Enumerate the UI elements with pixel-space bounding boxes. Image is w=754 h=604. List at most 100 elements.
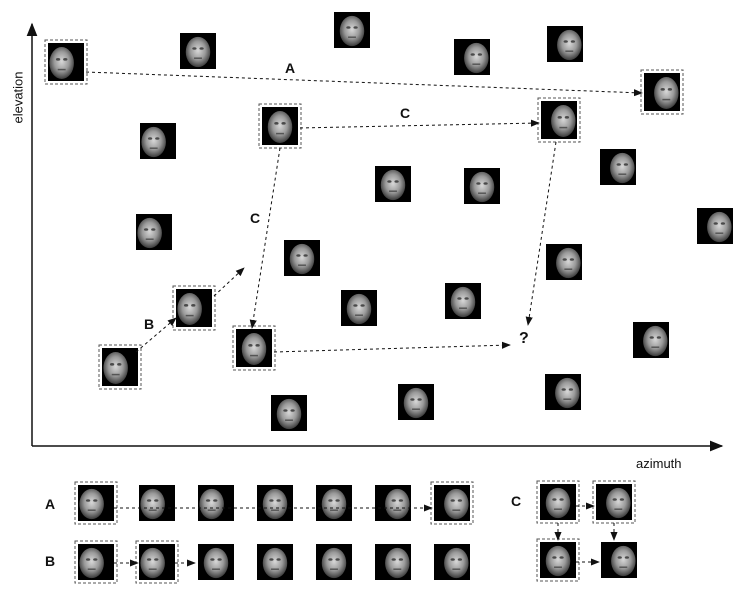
row-b-label: B (45, 553, 56, 569)
face-eye (616, 163, 621, 166)
face-eye (143, 228, 149, 231)
face-mouth (452, 568, 461, 570)
row-b-face-4 (257, 544, 293, 580)
face-eye (667, 88, 673, 91)
face-shape (444, 547, 469, 579)
face-shape (707, 211, 732, 243)
face-shape (385, 547, 410, 579)
face-eye (290, 409, 295, 412)
face-shape (403, 387, 429, 419)
face-eye (624, 556, 630, 559)
face-mouth (207, 509, 216, 511)
face-mouth (459, 307, 467, 309)
face-mouth (330, 568, 338, 570)
face-shape (49, 47, 74, 79)
row-b-face-2 (135, 540, 179, 584)
face-eye (612, 498, 617, 501)
face-mouth (618, 173, 627, 175)
face-mouth (276, 132, 284, 135)
face-eye (713, 222, 718, 225)
face-mouth (452, 509, 461, 511)
face-shape (241, 333, 267, 365)
dashed-frame (98, 344, 142, 390)
scatter-face-12 (464, 168, 500, 204)
face-shape (177, 293, 202, 325)
face-mouth (148, 509, 157, 511)
row-a-label: A (45, 496, 56, 512)
scatter-face-19 (445, 283, 481, 319)
arrow-path-b-seg1 (135, 317, 177, 353)
scatter-face-22 (633, 322, 669, 358)
face-eye (328, 558, 333, 561)
row-a-face-5 (316, 485, 352, 521)
face-eye (557, 116, 562, 119)
face-shape (385, 488, 410, 520)
scatter-face-16 (546, 244, 582, 280)
path-b-label: B (144, 316, 155, 332)
face-mouth (145, 238, 154, 240)
face-eye (85, 499, 91, 502)
face-eye (353, 26, 358, 29)
scatter-face-10 (600, 149, 636, 185)
face-eye (410, 398, 415, 401)
face-eye (568, 388, 574, 391)
face-eye (191, 304, 196, 307)
face-eye (183, 304, 189, 307)
path-a-label: A (285, 60, 296, 76)
face-eye (93, 499, 98, 502)
face-mouth (148, 568, 157, 570)
face-shape (545, 487, 571, 519)
scatter-face-15 (284, 240, 320, 276)
grid-c-face-br (601, 542, 637, 578)
arrow-path-c-left (249, 147, 281, 329)
face-mouth (715, 232, 724, 234)
face-eye (154, 558, 159, 561)
face-eye (213, 499, 218, 502)
face-shape (141, 126, 166, 158)
face-eye (552, 498, 557, 501)
path-c-left-label: C (250, 210, 261, 226)
face-eye (391, 499, 396, 502)
dashed-frame (172, 285, 216, 331)
scatter-face-1 (44, 39, 88, 85)
face-eye (353, 304, 358, 307)
face-eye (656, 336, 662, 339)
arrow-path-c-top (299, 119, 540, 129)
face-eye (269, 499, 274, 502)
face-eye (450, 558, 455, 561)
face-shape (551, 105, 576, 137)
face-shape (137, 217, 162, 249)
face-mouth (285, 419, 293, 421)
face-eye (146, 558, 152, 561)
face-eye (269, 558, 274, 561)
face-shape (606, 487, 631, 519)
face-eye (398, 558, 404, 561)
face-eye (346, 26, 351, 29)
face-shape (276, 398, 302, 430)
face-eye (283, 409, 288, 412)
x-axis-label: azimuth (636, 456, 682, 471)
face-eye (296, 254, 301, 257)
face-shape (464, 42, 489, 74)
row-b-face-6 (375, 544, 411, 580)
face-eye (562, 258, 567, 261)
scatter-face-11 (375, 166, 411, 202)
face-eye (720, 222, 726, 225)
face-eye (619, 498, 625, 501)
path-c-top-label: C (400, 105, 411, 121)
row-b-face-7 (434, 544, 470, 580)
scatter-face-8 (258, 103, 302, 149)
scatter-face-24 (398, 384, 434, 420)
face-eye (457, 499, 463, 502)
face-eye (457, 297, 462, 300)
arrow-path-a (85, 71, 643, 97)
row-b-face-3 (198, 544, 234, 580)
face-shape (262, 488, 288, 520)
face-eye (470, 53, 475, 56)
face-mouth (564, 268, 573, 270)
face-shape (262, 547, 288, 579)
grid-c-face-bl (536, 538, 580, 582)
face-eye (274, 122, 279, 125)
face-shape (203, 547, 229, 579)
